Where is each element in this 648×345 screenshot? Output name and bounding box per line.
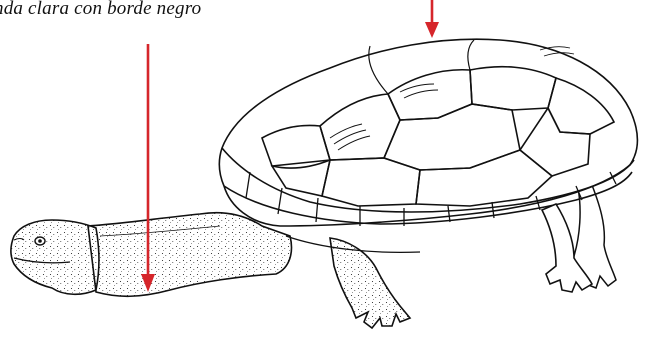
turtle-shell	[219, 39, 637, 226]
turtle-neck	[88, 213, 291, 297]
annotation-label: nda clara con borde negro	[0, 0, 201, 20]
turtle-head	[11, 220, 99, 294]
arrow-shell-top	[425, 0, 439, 38]
plastron-edge	[286, 236, 420, 252]
